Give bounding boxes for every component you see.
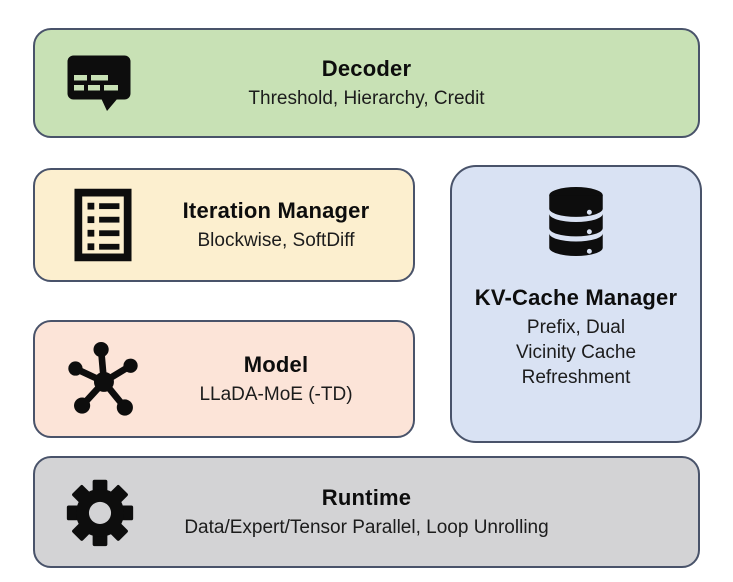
card-title: KV-Cache Manager xyxy=(474,285,678,310)
card-title: Runtime xyxy=(321,485,412,511)
gear-icon xyxy=(65,474,135,550)
card-kv-cache-manager: KV-Cache Manager Prefix, Dual Vicinity C… xyxy=(450,165,702,443)
card-subtitle: Data/Expert/Tensor Parallel, Loop Unroll… xyxy=(184,516,549,538)
card-text: Runtime Data/Expert/Tensor Parallel, Loo… xyxy=(35,484,698,540)
network-hub-icon xyxy=(57,338,149,420)
subtitle-line: Vicinity Cache xyxy=(515,341,637,363)
card-decoder: Decoder Threshold, Hierarchy, Credit xyxy=(33,28,700,138)
list-document-icon xyxy=(57,188,149,262)
card-text: Decoder Threshold, Hierarchy, Credit xyxy=(35,55,698,111)
database-icon xyxy=(543,186,609,258)
card-title: Iteration Manager xyxy=(182,198,370,224)
subtitle-line: Refreshment xyxy=(521,366,631,388)
subtitle-line: Prefix, Dual xyxy=(526,316,626,338)
card-subtitle: LLaDA-MoE (-TD) xyxy=(199,383,353,405)
card-title: Decoder xyxy=(321,56,412,82)
card-subtitle: Threshold, Hierarchy, Credit xyxy=(248,87,485,109)
card-title: Model xyxy=(243,352,309,378)
card-subtitle: Prefix, Dual Vicinity Cache Refreshment xyxy=(516,315,636,390)
card-runtime: Runtime Data/Expert/Tensor Parallel, Loo… xyxy=(33,456,700,568)
card-text: Model LLaDA-MoE (-TD) xyxy=(149,351,413,407)
card-text: Iteration Manager Blockwise, SoftDiff xyxy=(149,197,413,253)
chat-bubble-icon xyxy=(65,54,133,112)
card-subtitle: Blockwise, SoftDiff xyxy=(197,229,355,251)
card-model: Model LLaDA-MoE (-TD) xyxy=(33,320,415,438)
card-iteration-manager: Iteration Manager Blockwise, SoftDiff xyxy=(33,168,415,282)
